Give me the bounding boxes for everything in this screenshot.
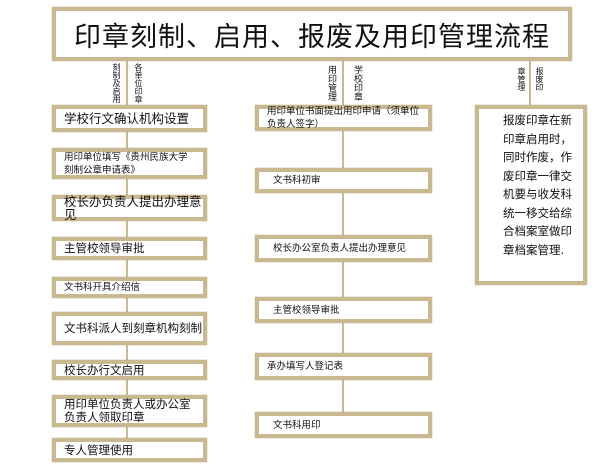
mid-step-5: 承办填写人登记表 xyxy=(255,353,432,380)
diagram-title: 印章刻制、启用、报废及用印管理流程 xyxy=(52,7,572,61)
scrap-seal-note: 报废印章在新印章启用时，同时作废，作废印章一律交机要与收发科统一移交给综合档案室… xyxy=(475,105,587,285)
lane-label-mid-a: 用印管理 xyxy=(326,65,336,101)
mid-step-2: 文书科初审 xyxy=(255,168,432,193)
left-step-7: 校长办行文启用 xyxy=(52,360,207,380)
lane-label-right-b: 报废印 xyxy=(535,67,544,91)
connector-left xyxy=(126,61,128,462)
connector-right xyxy=(529,61,531,105)
mid-step-4: 主管校领导审批 xyxy=(255,297,432,323)
left-step-5: 文书科开具介绍信 xyxy=(52,277,207,298)
left-step-9: 专人管理使用 xyxy=(52,438,207,462)
left-step-6: 文书科派人到刻章机构刻制 xyxy=(52,312,207,345)
left-step-3: 校长办负责人提出办理意见 xyxy=(52,195,207,221)
lane-label-mid-b: 学校印章 xyxy=(352,65,362,101)
lane-label-left-a: 刻制及启用 xyxy=(112,63,121,103)
title-text: 印章刻制、启用、报废及用印管理流程 xyxy=(74,21,550,53)
mid-step-3: 校长办公室负责人提出办理意见 xyxy=(255,235,432,262)
lane-label-left-b: 各单位印章 xyxy=(134,63,143,103)
left-step-4: 主管校领导审批 xyxy=(52,237,207,260)
mid-step-6: 文书科用印 xyxy=(255,412,432,438)
left-step-1: 学校行文确认机构设置 xyxy=(52,105,207,132)
mid-step-1: 用印单位书面提出用印申请（须单位负责人签字） xyxy=(255,105,432,131)
left-step-8: 用印单位负责人或办公室负责人领取印章 xyxy=(52,395,207,427)
left-step-2: 用印单位填写《贵州民族大学刻制公章申请表》 xyxy=(52,148,207,179)
lane-label-right-a: 章管理 xyxy=(517,67,526,91)
